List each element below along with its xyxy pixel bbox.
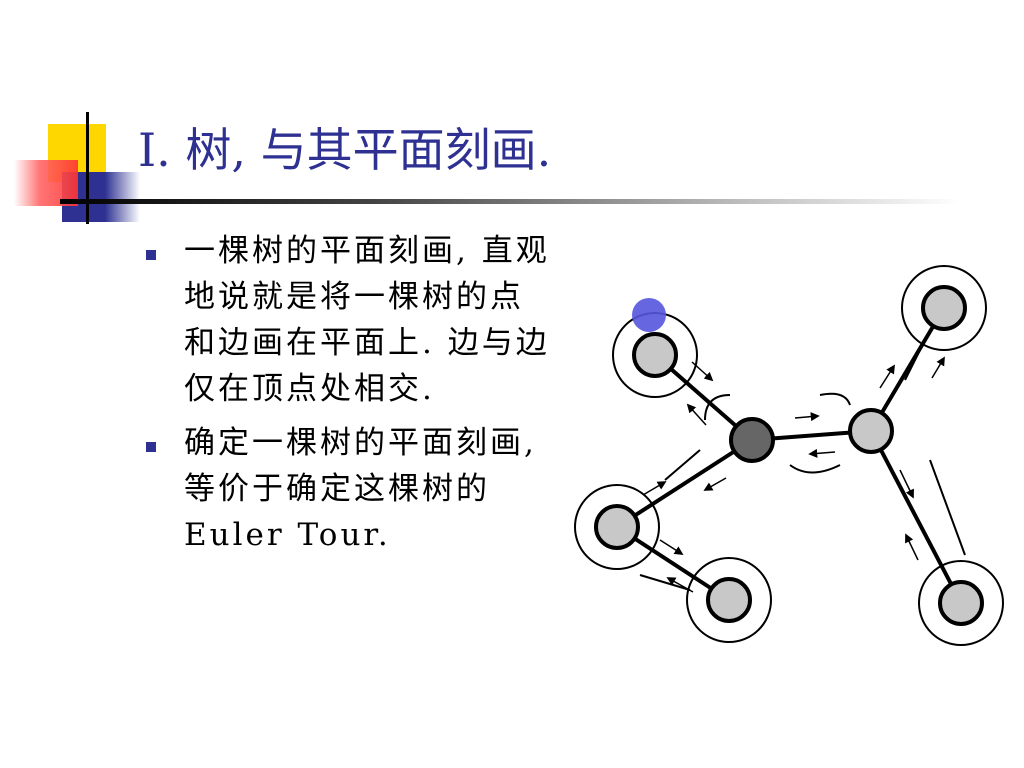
tree-node bbox=[632, 332, 678, 378]
bullet-item: 确定一棵树的平面刻画, 等价于确定这棵树的Euler Tour. bbox=[140, 420, 550, 558]
slide-title: I. 树, 与其平面刻画. bbox=[138, 123, 552, 177]
deco-vertical-line bbox=[86, 112, 89, 224]
deco-red-square bbox=[14, 160, 78, 206]
tree-node bbox=[706, 577, 752, 623]
tree-euler-tour-diagram bbox=[574, 265, 1004, 646]
bullet-list: 一棵树的平面刻画, 直观地说就是将一棵树的点和边画在平面上. 边与边仅在顶点处相… bbox=[140, 228, 550, 566]
euler-tour-arrows bbox=[642, 356, 945, 593]
bullet-text: 确定一棵树的平面刻画, 等价于确定这棵树的Euler Tour. bbox=[184, 425, 537, 553]
bullet-text: 一棵树的平面刻画, 直观地说就是将一棵树的点和边画在平面上. 边与边仅在顶点处相… bbox=[184, 233, 550, 407]
tree-nodes bbox=[594, 285, 984, 626]
title-underline bbox=[60, 199, 960, 204]
pointer-dot bbox=[632, 298, 666, 332]
tree-node bbox=[848, 408, 894, 454]
tree-node bbox=[594, 504, 640, 550]
square-bullet-icon bbox=[146, 442, 156, 452]
square-bullet-icon bbox=[146, 250, 156, 260]
bullet-item: 一棵树的平面刻画, 直观地说就是将一棵树的点和边画在平面上. 边与边仅在顶点处相… bbox=[140, 228, 550, 412]
tree-node-center bbox=[729, 417, 775, 463]
tree-node bbox=[921, 285, 967, 331]
tree-node bbox=[938, 580, 984, 626]
